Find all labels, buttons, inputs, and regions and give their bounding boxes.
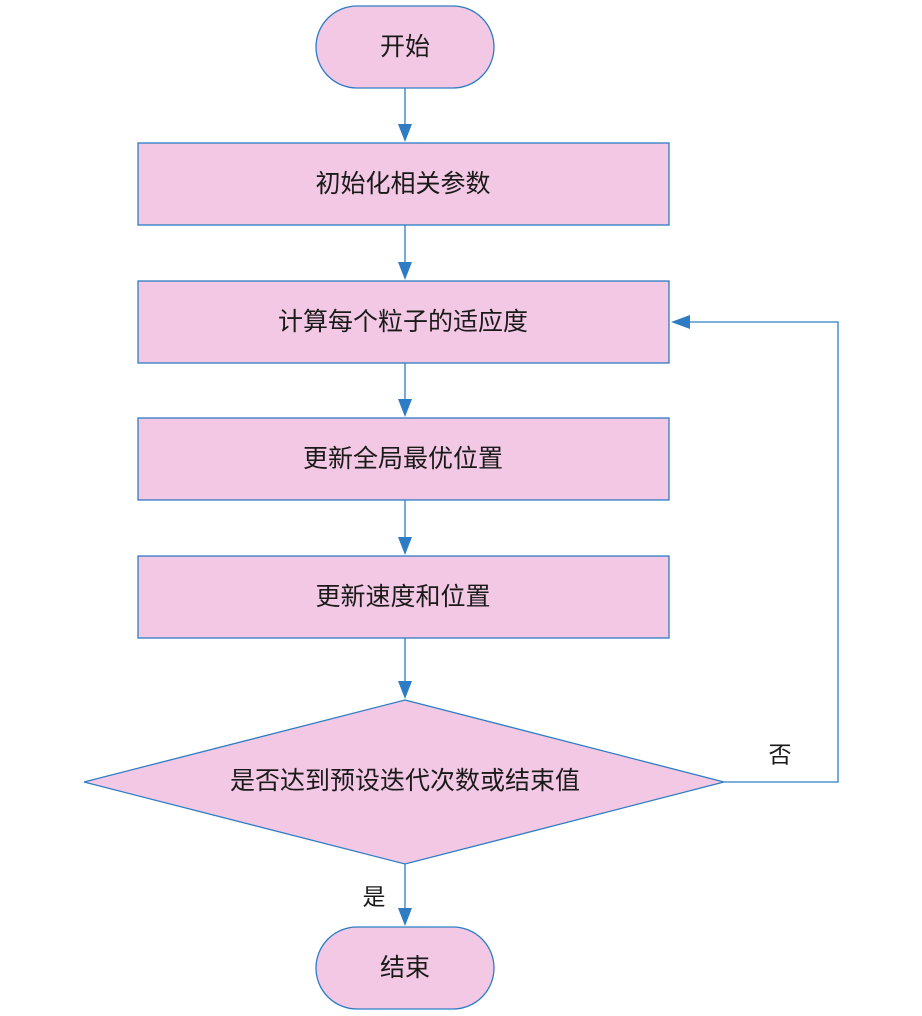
decision-label: 是否达到预设迭代次数或结束值 bbox=[230, 766, 580, 795]
end-node: 结束 bbox=[315, 926, 495, 1010]
update-velocity-label: 更新速度和位置 bbox=[315, 582, 490, 611]
update-global-label: 更新全局最优位置 bbox=[303, 444, 503, 473]
init-label: 初始化相关参数 bbox=[315, 169, 490, 198]
arrow-start-to-init bbox=[398, 88, 412, 142]
update-velocity-node: 更新速度和位置 bbox=[137, 555, 670, 639]
arrow-update-velocity-to-decision bbox=[398, 638, 412, 699]
fitness-label: 计算每个粒子的适应度 bbox=[278, 307, 528, 336]
start-label: 开始 bbox=[380, 32, 430, 61]
arrow-init-to-fitness bbox=[398, 225, 412, 280]
start-node: 开始 bbox=[315, 5, 495, 89]
arrow-decision-no-loop bbox=[671, 315, 839, 783]
fitness-node: 计算每个粒子的适应度 bbox=[137, 280, 670, 364]
arrow-update-global-to-update-velocity bbox=[398, 500, 412, 555]
arrow-decision-yes-to-end bbox=[398, 864, 412, 926]
update-global-node: 更新全局最优位置 bbox=[137, 417, 670, 501]
init-node: 初始化相关参数 bbox=[137, 142, 670, 226]
end-label: 结束 bbox=[380, 953, 430, 982]
arrow-fitness-to-update-global bbox=[398, 363, 412, 417]
yes-label: 是 bbox=[363, 885, 386, 911]
no-label: 否 bbox=[769, 743, 792, 769]
decision-node: 是否达到预设迭代次数或结束值 bbox=[83, 699, 725, 865]
